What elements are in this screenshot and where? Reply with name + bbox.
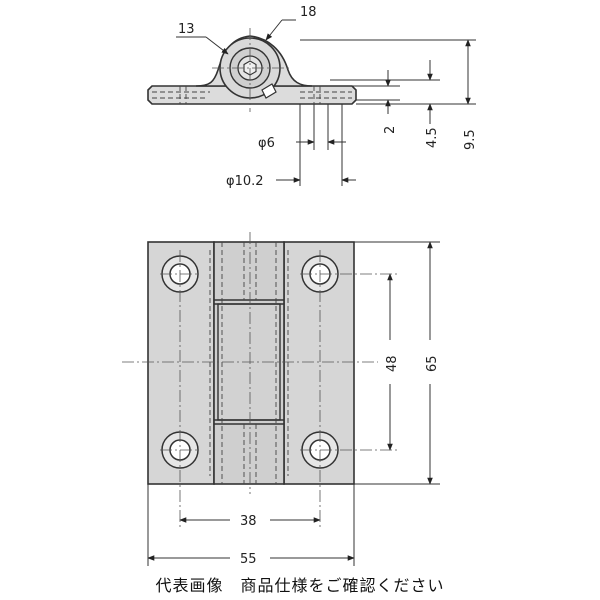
dim-phi6: φ6 (258, 136, 275, 151)
caption: 代表画像 商品仕様をご確認ください (155, 576, 445, 595)
dim-9-5: 9.5 (463, 129, 478, 150)
dim-48: 48 (385, 355, 400, 372)
front-view: 48 65 38 55 (122, 232, 440, 567)
dim-2: 2 (383, 126, 398, 134)
dim-13: 13 (178, 22, 195, 37)
dim-38: 38 (240, 514, 257, 529)
dim-55: 55 (240, 552, 257, 567)
top-view: 13 18 2 4.5 9.5 φ6 φ10.2 (147, 5, 478, 189)
dim-65: 65 (425, 355, 440, 372)
knuckle-slot (261, 83, 277, 99)
dim-4-5: 4.5 (425, 127, 440, 148)
dim-18: 18 (300, 5, 317, 20)
dim-phi10-2: φ10.2 (226, 174, 264, 189)
